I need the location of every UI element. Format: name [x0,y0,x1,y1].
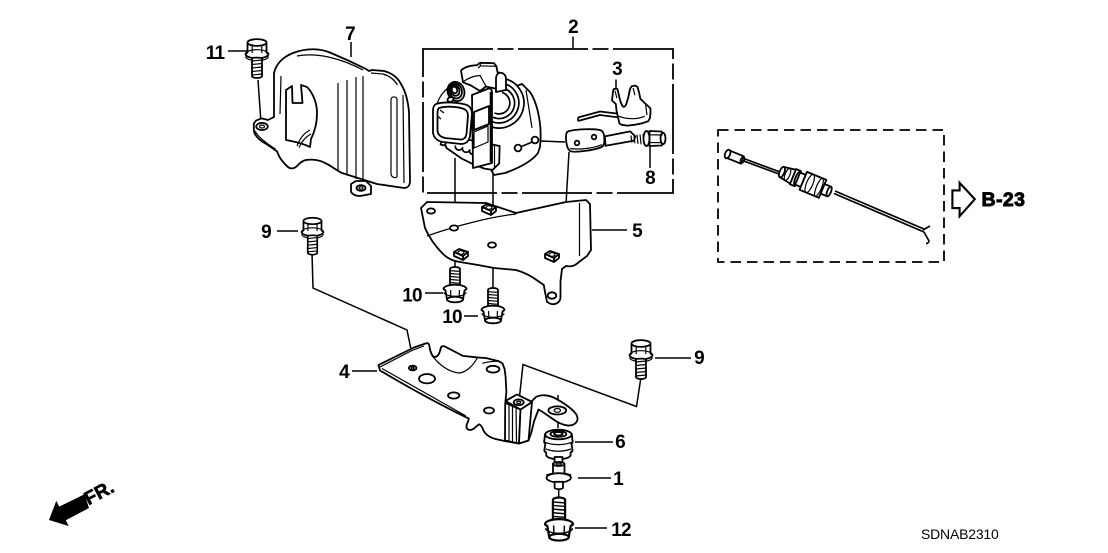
svg-text:9: 9 [261,222,271,243]
svg-text:3: 3 [612,59,622,80]
svg-text:B-23: B-23 [982,189,1026,211]
svg-text:12: 12 [611,520,631,541]
svg-text:5: 5 [632,221,643,242]
svg-text:8: 8 [645,168,655,189]
svg-text:10: 10 [402,286,422,307]
svg-text:9: 9 [694,348,704,369]
svg-text:1: 1 [613,469,624,490]
svg-text:10: 10 [442,307,462,328]
svg-text:7: 7 [345,24,355,45]
svg-text:11: 11 [206,43,226,64]
svg-text:6: 6 [615,432,625,453]
svg-text:SDNAB2310: SDNAB2310 [921,526,999,542]
svg-text:2: 2 [568,17,578,38]
svg-text:4: 4 [339,362,350,383]
